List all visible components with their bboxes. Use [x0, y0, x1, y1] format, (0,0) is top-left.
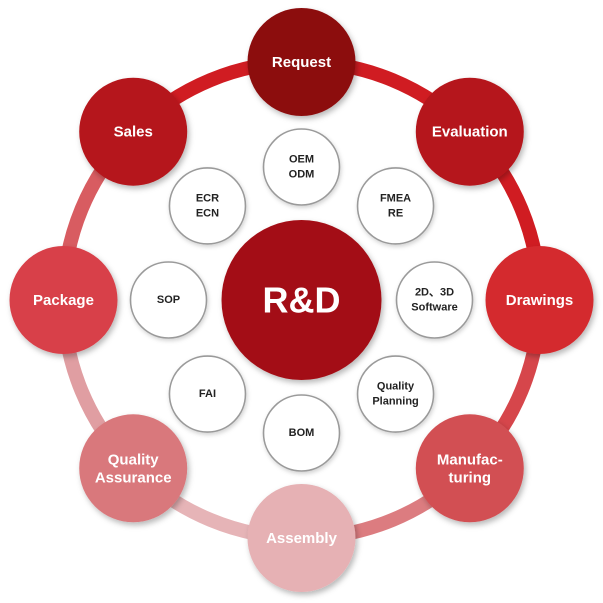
inner-node-label: BOM — [289, 427, 315, 439]
inner-node-circle — [168, 167, 247, 245]
outer-node-circle — [485, 246, 594, 354]
outer-node-request: Request — [247, 8, 356, 116]
outer-node-circle — [247, 484, 356, 592]
outer-node-manufacturing: Manufac-turing — [415, 414, 524, 523]
inner-node-circle — [262, 128, 341, 206]
outer-node-label: Manufac-turing — [437, 451, 503, 486]
inner-node-label: SOP — [157, 294, 180, 306]
center-label: R&D — [263, 280, 341, 321]
outer-node-label: Sales — [114, 123, 153, 140]
outer-nodes: RequestEvaluationDrawingsManufac-turingA… — [9, 8, 594, 592]
inner-node-label: FAI — [199, 388, 216, 400]
outer-node-label: Request — [272, 54, 331, 71]
outer-node-package: Package — [9, 246, 118, 354]
inner-node-bom: BOM — [262, 394, 341, 472]
inner-node-circle — [262, 394, 341, 472]
outer-node-label: Drawings — [506, 292, 574, 309]
outer-node-circle — [247, 8, 356, 116]
outer-node-circle — [79, 414, 188, 523]
outer-node-circle — [9, 246, 118, 354]
inner-node-circle — [168, 355, 247, 433]
outer-node-drawings: Drawings — [485, 246, 594, 354]
outer-node-label: Package — [33, 292, 94, 309]
inner-node-circle — [356, 167, 435, 245]
outer-node-circle — [415, 77, 524, 186]
outer-node-circle — [415, 414, 524, 523]
outer-node-evaluation: Evaluation — [415, 77, 524, 186]
outer-node-assembly: Assembly — [247, 484, 356, 592]
inner-node-circle — [356, 355, 435, 433]
center-node: R&D — [221, 220, 382, 380]
inner-node-fai: FAI — [168, 355, 247, 433]
outer-node-label: Evaluation — [432, 123, 508, 140]
outer-node-circle — [79, 77, 188, 186]
outer-node-sales: Sales — [79, 77, 188, 186]
inner-node-circle — [395, 261, 474, 339]
inner-node-sop: SOP — [129, 261, 208, 339]
outer-node-label: Assembly — [266, 530, 338, 547]
center-circle — [221, 220, 382, 380]
inner-node-circle — [129, 261, 208, 339]
